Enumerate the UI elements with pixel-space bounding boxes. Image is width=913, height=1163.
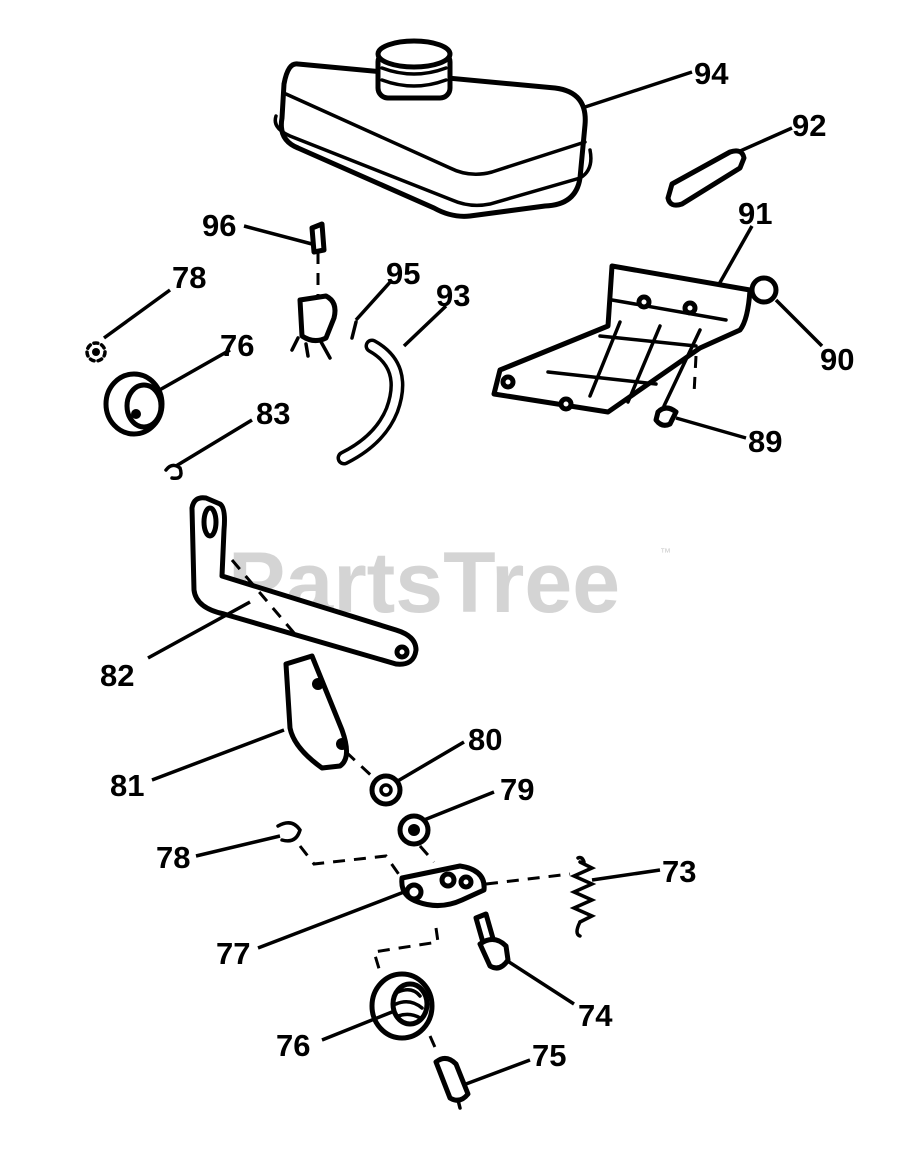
callout-81: 81 — [110, 768, 144, 803]
leader-lines — [102, 70, 824, 1086]
part-81-control-bracket[interactable] — [283, 653, 378, 782]
part-78-lower-clip[interactable] — [276, 821, 402, 877]
part-75-cable-end[interactable] — [433, 1056, 471, 1110]
callout-83: 83 — [256, 396, 290, 431]
part-90-nut[interactable] — [749, 275, 779, 305]
watermark-trademark: ™ — [660, 547, 671, 559]
callout-78-lower: 78 — [156, 840, 190, 875]
callout-75: 75 — [532, 1038, 566, 1073]
part-91-tank-bracket[interactable] — [491, 263, 753, 415]
part-92-clamp[interactable] — [665, 148, 747, 208]
part-96-tab[interactable] — [309, 221, 327, 298]
part-76-lower-knob[interactable] — [369, 971, 440, 1055]
part-73-spring[interactable] — [569, 855, 597, 938]
callout-92: 92 — [792, 108, 826, 143]
part-93-fuel-line[interactable] — [336, 338, 405, 466]
callout-76-upper: 76 — [220, 328, 254, 363]
callout-74: 74 — [578, 998, 613, 1033]
callout-79: 79 — [500, 772, 534, 807]
callout-77: 77 — [216, 936, 250, 971]
callout-95: 95 — [386, 256, 420, 291]
callout-labels: 94 92 96 91 78 95 93 76 90 83 89 82 80 8… — [100, 56, 854, 1073]
part-82-control-lever[interactable] — [189, 495, 419, 667]
callout-89: 89 — [748, 424, 782, 459]
callout-91: 91 — [738, 196, 772, 231]
callout-80: 80 — [468, 722, 502, 757]
callout-76-lower: 76 — [276, 1028, 310, 1063]
part-74-screw[interactable] — [473, 911, 511, 971]
part-95-shutoff-valve[interactable] — [290, 293, 358, 360]
callout-94: 94 — [694, 56, 729, 91]
part-89-bolt[interactable] — [653, 405, 679, 428]
callout-93: 93 — [436, 278, 470, 313]
part-78-upper-clip[interactable] — [85, 341, 107, 363]
part-94-fuel-tank[interactable] — [273, 38, 593, 219]
callout-73: 73 — [662, 854, 696, 889]
part-79-nut[interactable] — [397, 813, 436, 863]
callout-90: 90 — [820, 342, 854, 377]
part-80-washer[interactable] — [369, 773, 403, 807]
callout-82: 82 — [100, 658, 134, 693]
part-77-throttle-shaft[interactable] — [372, 863, 571, 973]
callout-96: 96 — [202, 208, 236, 243]
part-83-clip[interactable] — [164, 463, 183, 481]
part-76-upper-knob[interactable] — [103, 371, 165, 437]
callout-78-upper: 78 — [172, 260, 206, 295]
